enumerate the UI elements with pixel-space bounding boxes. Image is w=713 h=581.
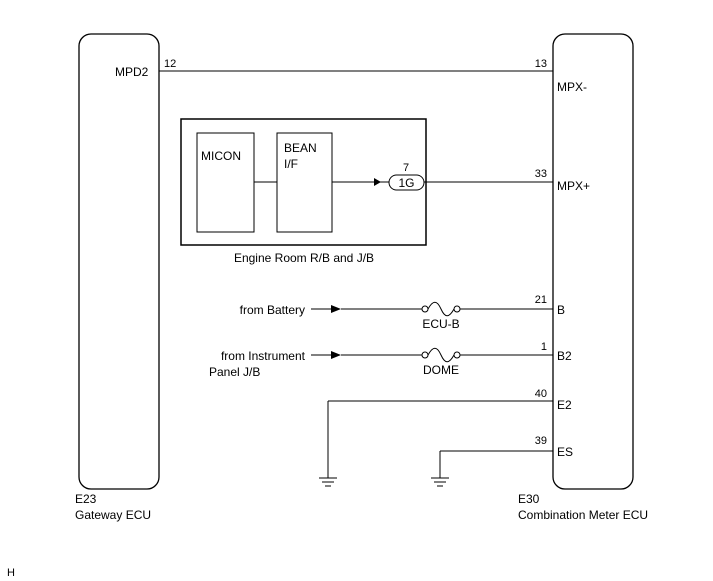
- meter-terminal-mpx-minus: MPX-: [557, 80, 587, 94]
- meter-pin-39: 39: [535, 435, 547, 447]
- fuse-dome-icon: [427, 347, 455, 363]
- source-battery-label: from Battery: [240, 303, 305, 317]
- fuse-ecu-b-terminal-left: [421, 305, 429, 313]
- meter-terminal-mpx-plus: MPX+: [557, 179, 590, 193]
- meter-terminal-es: ES: [557, 445, 573, 459]
- ground-es-icon: [431, 477, 449, 487]
- meter-terminal-b: B: [557, 303, 565, 317]
- fuse-dome-terminal-left: [421, 351, 429, 359]
- meter-pin-1: 1: [541, 341, 547, 353]
- meter-pin-33: 33: [535, 168, 547, 180]
- ground-e2-icon: [319, 477, 337, 487]
- meter-pin-21: 21: [535, 294, 547, 306]
- connector-arrow-icon: [374, 178, 381, 186]
- junction-block-label: Engine Room R/B and J/B: [234, 251, 374, 265]
- meter-ecu-code: E30: [518, 492, 540, 506]
- gateway-terminal-mpd2: MPD2: [115, 65, 149, 79]
- meter-ecu-box: [552, 33, 634, 490]
- meter-ecu-name: Combination Meter ECU: [518, 508, 648, 522]
- meter-pin-40: 40: [535, 388, 547, 400]
- instrument-arrow-icon: [331, 351, 341, 359]
- micon-box: [196, 132, 255, 233]
- connector-pin-7: 7: [403, 162, 409, 174]
- corner-mark: H: [7, 567, 15, 579]
- fuse-ecu-b-terminal-right: [453, 305, 461, 313]
- fuse-dome-label: DOME: [423, 363, 459, 377]
- micon-label: MICON: [201, 149, 241, 163]
- meter-pin-13: 13: [535, 58, 547, 70]
- gateway-ecu-code: E23: [75, 492, 97, 506]
- meter-terminal-b2: B2: [557, 349, 572, 363]
- gateway-pin-12: 12: [164, 58, 176, 70]
- gateway-ecu-name: Gateway ECU: [75, 508, 151, 522]
- fuse-dome-terminal-right: [453, 351, 461, 359]
- source-instrument-label-line1: from Instrument: [221, 349, 306, 363]
- fuse-ecu-b-icon: [427, 301, 455, 317]
- source-instrument-label-line2: Panel J/B: [209, 365, 260, 379]
- battery-arrow-icon: [331, 305, 341, 313]
- connector-1g-label: 1G: [398, 176, 414, 190]
- gateway-ecu-box: [78, 33, 160, 490]
- bean-label-line2: I/F: [284, 157, 298, 171]
- meter-terminal-e2: E2: [557, 398, 572, 412]
- fuse-ecu-b-label: ECU-B: [422, 317, 459, 331]
- bean-label-line1: BEAN: [284, 141, 317, 155]
